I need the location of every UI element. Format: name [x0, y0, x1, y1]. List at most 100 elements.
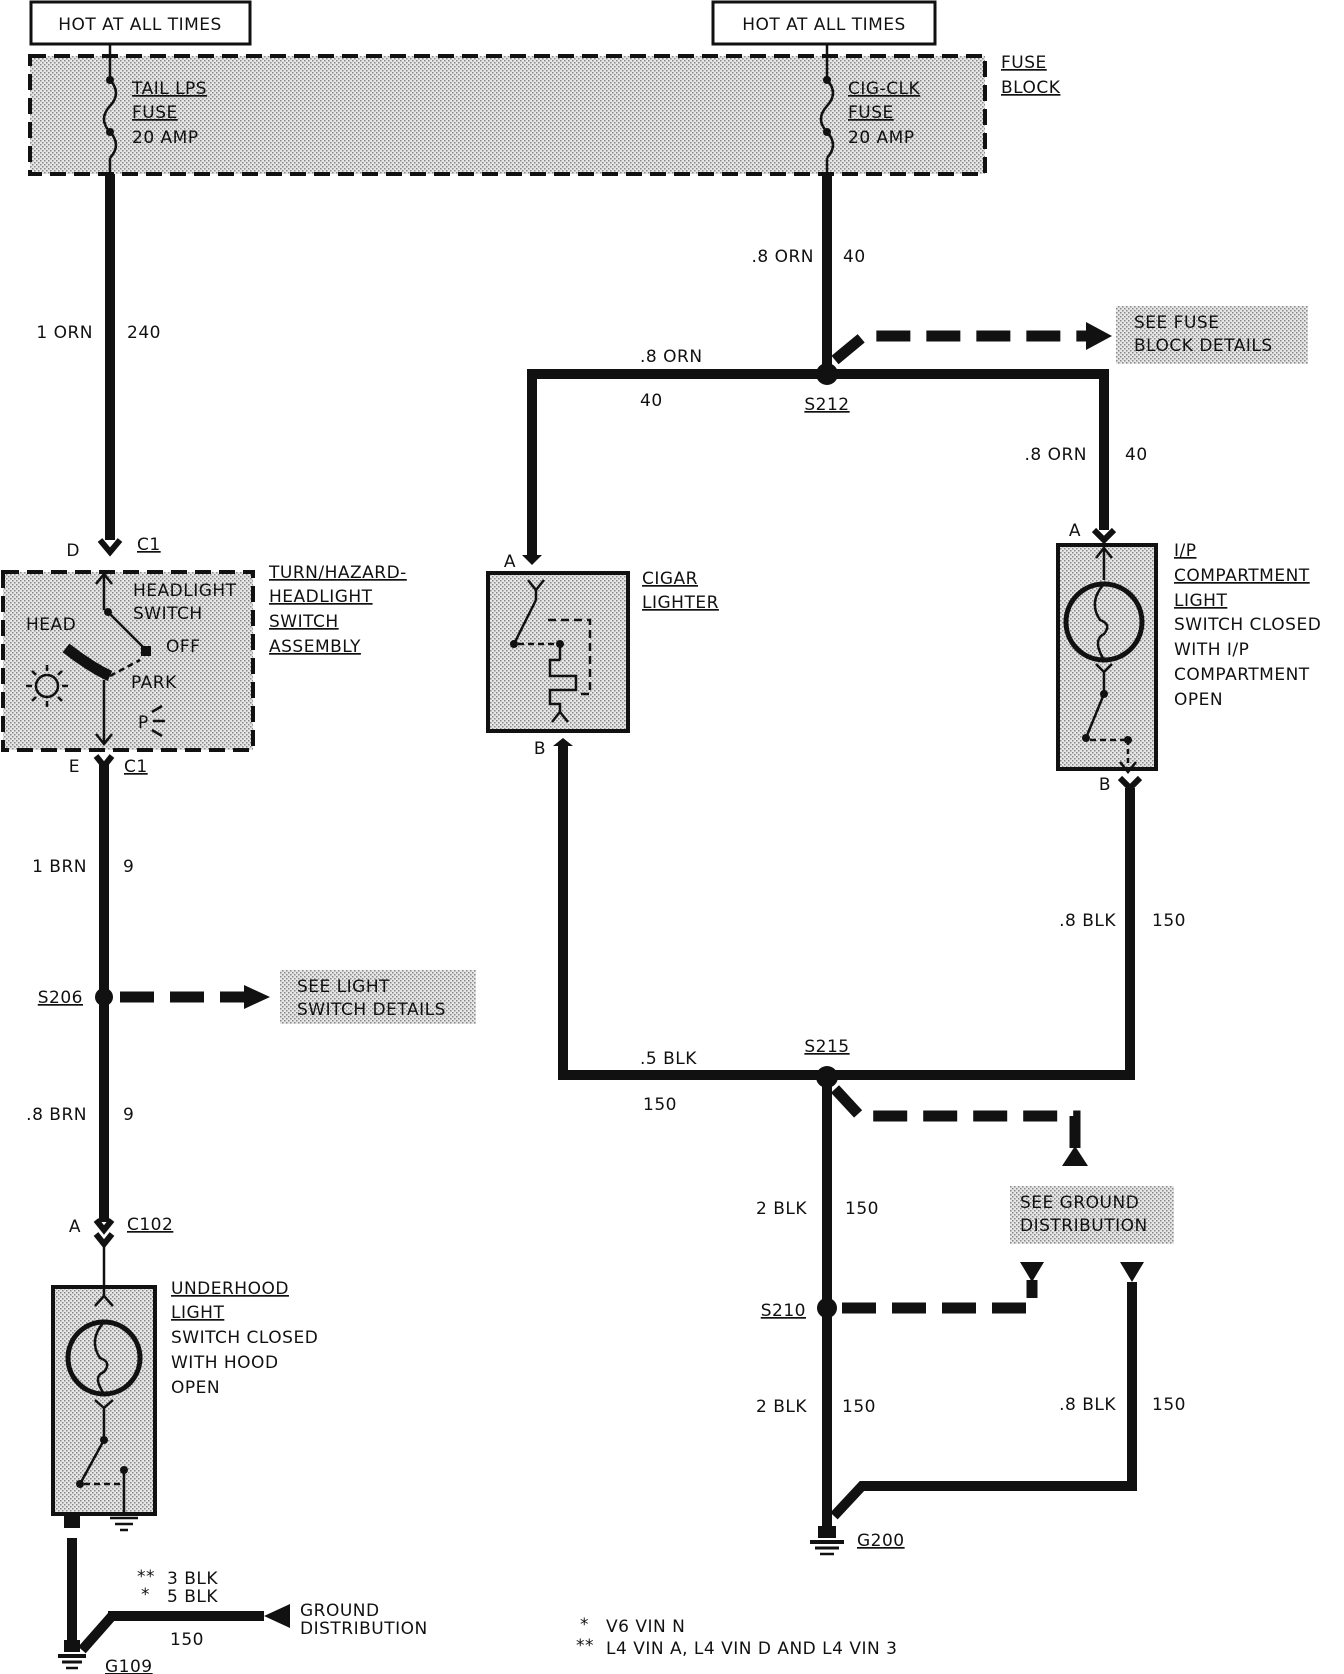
wire-3-number: 40	[640, 391, 663, 411]
ip-connector-b-symbol	[1117, 775, 1143, 793]
see-fuse-block-box	[1116, 306, 1308, 364]
s215-dashed-lead	[830, 1085, 1081, 1148]
underhood-label-2: LIGHT	[171, 1303, 224, 1323]
cigar-connector-b: B	[534, 739, 546, 759]
note-2-mark: **	[576, 1636, 594, 1656]
wire-3-orn	[527, 369, 823, 555]
wire-7-number: 150	[1152, 911, 1186, 931]
ip-label-4: SWITCH CLOSED	[1174, 615, 1321, 635]
underhood-light-box	[51, 1285, 157, 1516]
fuse-left-line-3: 20 AMP	[132, 128, 199, 148]
connector-c102-symbol-2	[93, 1232, 115, 1249]
see-ground-line-1: SEE GROUND	[1020, 1193, 1139, 1213]
headlight-switch-inner-2: SWITCH	[133, 604, 203, 624]
ip-label-5: WITH I/P	[1174, 640, 1249, 660]
note-2-text: L4 VIN A, L4 VIN D AND L4 VIN 3	[606, 1639, 897, 1659]
tail-lps-fuse	[102, 44, 118, 174]
splice-s215	[816, 1066, 838, 1088]
underhood-label-5: OPEN	[171, 1378, 220, 1398]
wire-4-color: .8 ORN	[1024, 445, 1087, 465]
underhood-label-3: SWITCH CLOSED	[171, 1328, 318, 1348]
wire-8-color: .5 BLK	[640, 1049, 697, 1069]
parking-lamp-icon: P	[138, 704, 165, 738]
cigar-lighter-box	[486, 571, 630, 733]
splice-s210	[817, 1298, 837, 1318]
wire-10-number: 150	[842, 1397, 876, 1417]
ip-lamp-icon	[1063, 545, 1145, 775]
fuse-right-line-2: FUSE	[848, 103, 894, 123]
arrow-left-icon	[264, 1604, 290, 1628]
wire-8-number: 150	[643, 1095, 677, 1115]
hot-left-label: HOT AT ALL TIMES	[58, 15, 222, 35]
wire-ground-diagonal	[78, 1612, 116, 1654]
park-p-symbol: P	[138, 713, 149, 733]
hot-right-label: HOT AT ALL TIMES	[742, 15, 906, 35]
off-position-label: OFF	[166, 637, 200, 657]
connector-d: D	[66, 541, 80, 561]
note-1-text: V6 VIN N	[606, 1617, 685, 1637]
arrow-down-icon	[1120, 1262, 1144, 1282]
ip-compartment-box	[1056, 543, 1158, 771]
splice-s212	[816, 363, 838, 385]
see-fuse-line-2: BLOCK DETAILS	[1134, 336, 1273, 356]
see-light-line-2: SWITCH DETAILS	[297, 1000, 446, 1020]
wire-3-color: .8 ORN	[640, 347, 703, 367]
wire-12-mark-a: **	[137, 1567, 155, 1587]
cigar-connector-a: A	[504, 552, 516, 572]
wire-4-orn	[831, 369, 1109, 530]
connector-c1-bottom: C1	[124, 757, 148, 777]
wire-7-color: .8 BLK	[1059, 911, 1116, 931]
ip-connector-a: A	[1069, 521, 1081, 541]
wire-4-number: 40	[1125, 445, 1148, 465]
ground-g200-icon	[810, 1526, 844, 1556]
see-fuse-line-1: SEE FUSE	[1134, 313, 1219, 333]
ground-dist-line-1: GROUND	[300, 1601, 380, 1621]
wire-11-number: 150	[1152, 1395, 1186, 1415]
wire-1-color: 1 ORN	[36, 323, 93, 343]
wire-6-color: .8 BRN	[26, 1105, 87, 1125]
arrow-down-icon	[1020, 1262, 1044, 1282]
underhood-label-4: WITH HOOD	[171, 1353, 279, 1373]
cigar-lighter-element-icon	[510, 579, 592, 723]
headlight-assembly-label-1: TURN/HAZARD-	[268, 563, 407, 583]
headlight-switch-assembly	[1, 570, 255, 752]
connector-c1-top: C1	[137, 535, 161, 555]
wire-11-blk	[830, 1282, 1137, 1520]
wire-12-mark-b: *	[141, 1585, 150, 1605]
underhood-ground-icon	[110, 1516, 138, 1532]
wire-5-number: 9	[123, 857, 134, 877]
arrow-right-icon	[244, 985, 270, 1009]
splice-s215-label: S215	[804, 1037, 849, 1057]
fuse-right-line-3: 20 AMP	[848, 128, 915, 148]
ip-label-3: LIGHT	[1174, 591, 1227, 611]
ip-connector-a-symbol	[1091, 527, 1117, 545]
splice-s206	[95, 988, 113, 1006]
fuse-left-line-1: TAIL LPS	[131, 79, 207, 99]
park-position-label: PARK	[131, 673, 177, 693]
s210-dashed-lead	[842, 1280, 1038, 1314]
connector-a-c102: A	[69, 1217, 81, 1237]
cig-clk-fuse	[819, 44, 835, 174]
cigar-connector-a-symbol	[522, 555, 542, 565]
ground-g109-icon	[58, 1640, 86, 1670]
wire-2-color: .8 ORN	[751, 247, 814, 267]
fuse-right-line-1: CIG-CLK	[848, 79, 921, 99]
wire-5-color: 1 BRN	[32, 857, 87, 877]
see-ground-distribution-box	[1010, 1186, 1174, 1244]
see-light-line-1: SEE LIGHT	[297, 977, 390, 997]
ground-g200-label: G200	[857, 1531, 905, 1551]
splice-s210-label: S210	[761, 1301, 806, 1321]
wire-11-color: .8 BLK	[1059, 1395, 1116, 1415]
headlight-assembly-label-3: SWITCH	[269, 612, 339, 632]
connector-c102: C102	[127, 1215, 173, 1235]
ground-dist-line-2: DISTRIBUTION	[300, 1619, 428, 1639]
headlight-assembly-label-4: ASSEMBLY	[269, 637, 361, 657]
fuse-block-label-1: FUSE	[1001, 53, 1047, 73]
wire-10-color: 2 BLK	[756, 1397, 807, 1417]
splice-s212-label: S212	[804, 395, 849, 415]
underhood-lamp-icon	[65, 1244, 143, 1514]
fuse-left-line-2: FUSE	[132, 103, 178, 123]
underhood-label-1: UNDERHOOD	[171, 1279, 289, 1299]
arrow-up-icon	[1062, 1146, 1088, 1166]
wire-12-number: 150	[170, 1630, 204, 1650]
